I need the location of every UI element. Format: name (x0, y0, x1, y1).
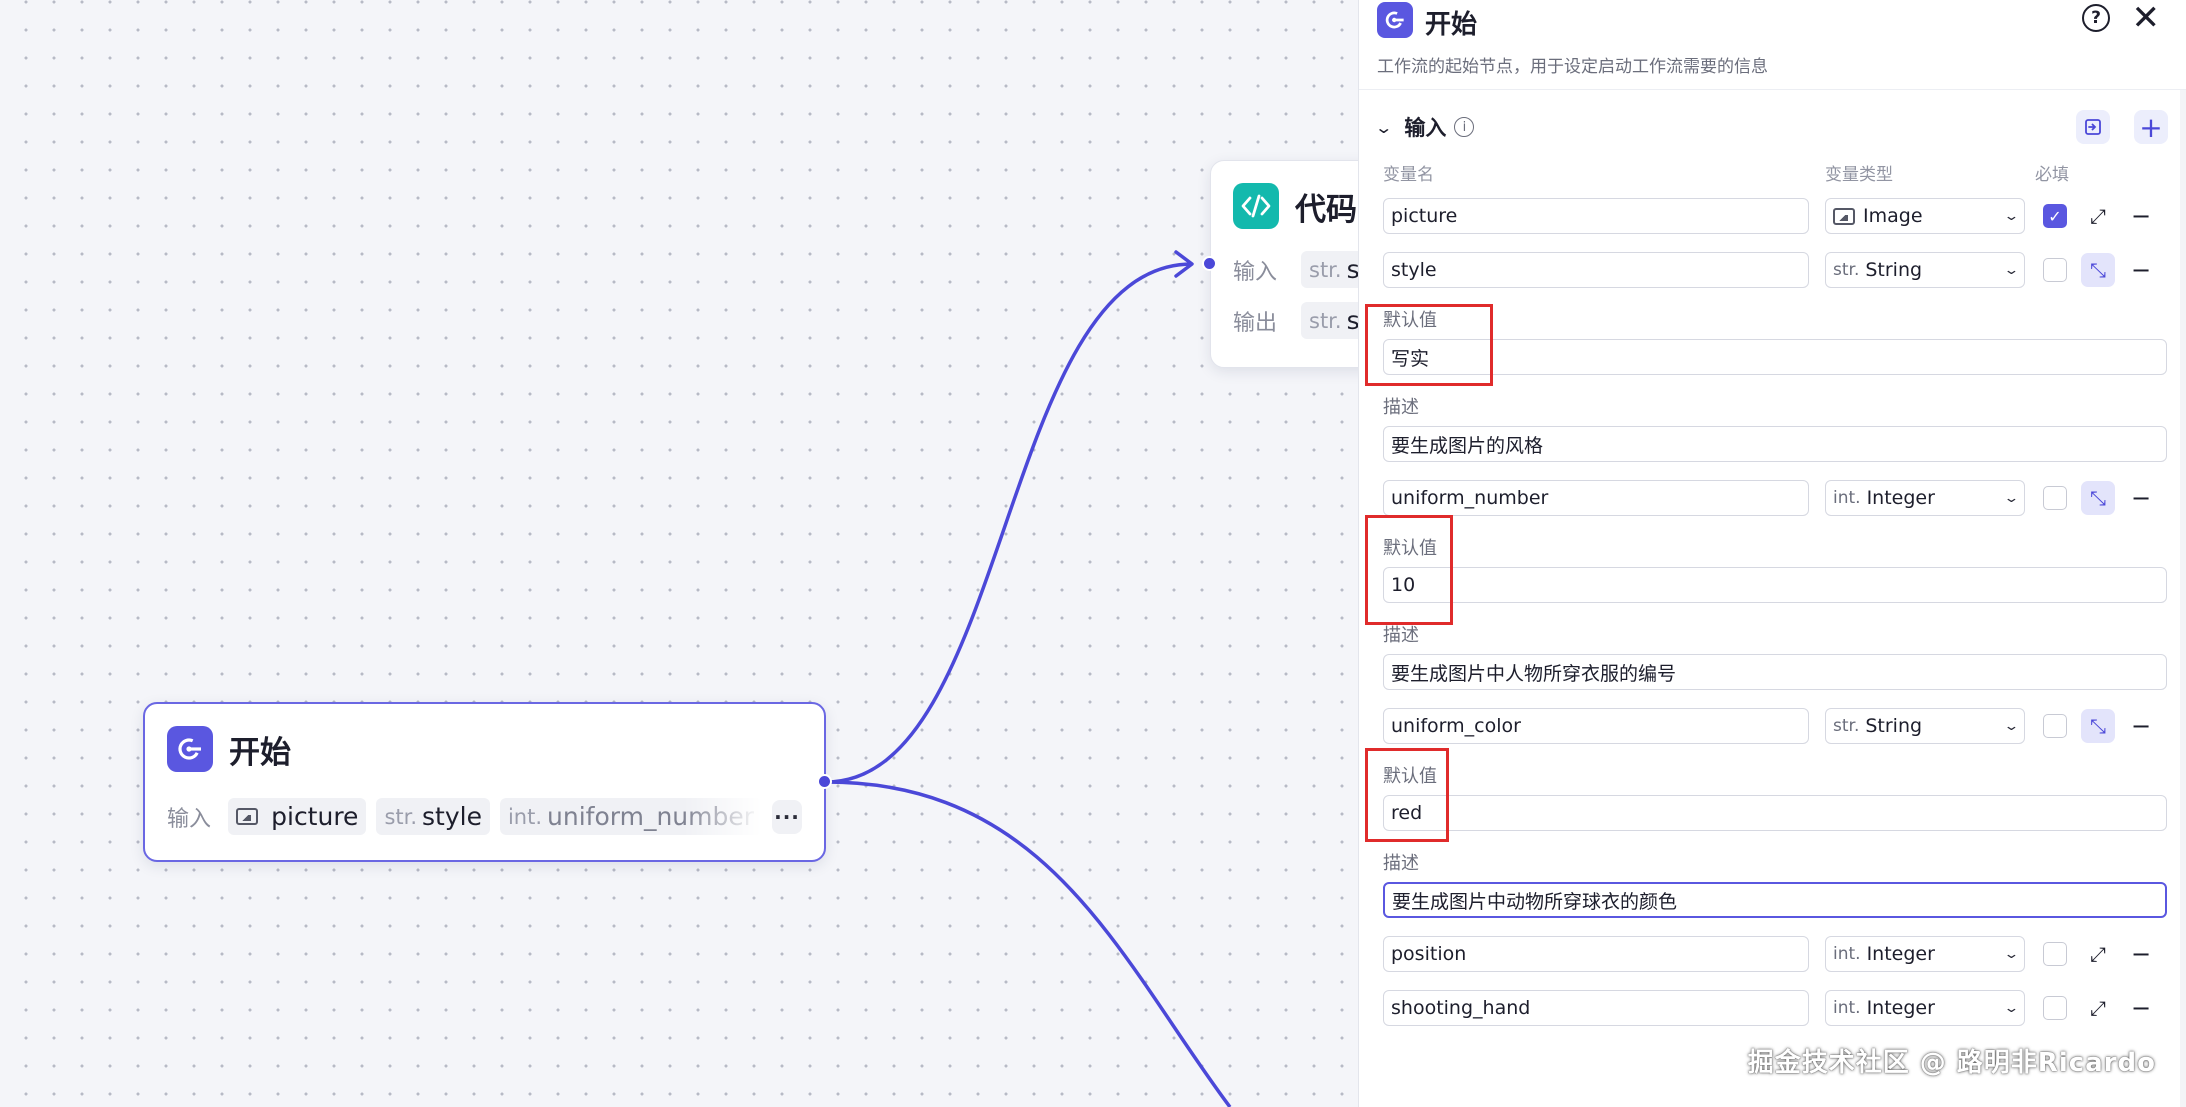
start-node-title: 开始 (229, 734, 291, 771)
start-node-input-label: 输入 (167, 806, 212, 832)
chip-uniform-number: int. uniform_number (499, 798, 763, 835)
collapse-icon[interactable]: ⤡ (2081, 709, 2115, 743)
chevron-down-icon: ⌄ (2003, 718, 2020, 734)
scrollbar-track[interactable] (2180, 90, 2186, 1107)
chevron-down-icon: ⌄ (2003, 1000, 2020, 1016)
description-label: 描述 (1383, 625, 1419, 646)
default-value-input[interactable]: red (1383, 795, 2167, 831)
required-checkbox[interactable] (2043, 714, 2067, 738)
default-value-input[interactable]: 写实 (1383, 339, 2167, 375)
image-type-icon (236, 808, 259, 825)
panel-description: 工作流的起始节点，用于设定启动工作流需要的信息 (1377, 57, 1768, 77)
column-header-name: 变量名 (1383, 165, 1434, 185)
variable-name-input[interactable]: uniform_number (1383, 480, 1809, 516)
variable-type-select[interactable]: int. Integer ⌄ (1825, 936, 2025, 972)
more-button[interactable]: ··· (772, 799, 802, 834)
start-node-settings-panel: 开始 ? ✕ 工作流的起始节点，用于设定启动工作流需要的信息 ⌄ 输入 i + … (1358, 0, 2186, 1107)
remove-variable-button[interactable]: − (2130, 484, 2152, 512)
start-icon (1377, 2, 1413, 38)
required-checkbox[interactable] (2043, 942, 2067, 966)
start-node-icon (167, 726, 213, 772)
code-node-input-port[interactable] (1202, 256, 1217, 271)
chevron-down-icon: ⌄ (2003, 262, 2020, 278)
variable-type-select[interactable]: str. String ⌄ (1825, 252, 2025, 288)
watermark: 掘金技术社区 @ 路明非Ricardo (1747, 1048, 2156, 1078)
chevron-down-icon[interactable]: ⌄ (1374, 117, 1394, 137)
panel-header: 开始 ? ✕ 工作流的起始节点，用于设定启动工作流需要的信息 (1359, 0, 2186, 90)
close-icon[interactable]: ✕ (2131, 0, 2161, 38)
chevron-down-icon: ⌄ (2003, 946, 2020, 962)
variable-type-select[interactable]: int. Integer ⌄ (1825, 990, 2025, 1026)
description-input[interactable]: 要生成图片中动物所穿球衣的颜色 (1383, 882, 2167, 918)
input-section-title[interactable]: 输入 (1404, 116, 1447, 140)
variable-type-select[interactable]: int. Integer ⌄ (1825, 480, 2025, 516)
edge-start-to-next[interactable] (825, 780, 1232, 1107)
variable-type-select[interactable]: str. String ⌄ (1825, 708, 2025, 744)
required-checkbox[interactable] (2043, 258, 2067, 282)
chip-style: str. style (376, 798, 490, 835)
chevron-down-icon: ⌄ (2003, 208, 2020, 224)
column-header-required: 必填 (2035, 165, 2069, 185)
remove-variable-button[interactable]: − (2130, 202, 2152, 230)
variable-name-input[interactable]: uniform_color (1383, 708, 1809, 744)
chip-picture: picture (228, 798, 367, 835)
panel-title: 开始 (1425, 10, 1478, 40)
edge-arrow (1174, 250, 1194, 278)
code-icon (1233, 183, 1279, 229)
expand-icon[interactable]: ⤢ (2090, 204, 2106, 228)
collapse-icon[interactable]: ⤡ (2081, 253, 2115, 287)
start-node-output-port[interactable] (817, 774, 832, 789)
required-checkbox[interactable] (2043, 486, 2067, 510)
variable-type-select[interactable]: Image ⌄ (1825, 198, 2025, 234)
variable-name-input[interactable]: style (1383, 252, 1809, 288)
description-label: 描述 (1383, 397, 1419, 418)
variable-name-input[interactable]: picture (1383, 198, 1809, 234)
default-value-label: 默认值 (1383, 538, 1437, 559)
edge-start-to-code[interactable] (825, 262, 1193, 784)
remove-variable-button[interactable]: − (2130, 994, 2152, 1022)
help-icon[interactable]: ? (2082, 4, 2110, 32)
image-type-icon (1833, 207, 1855, 225)
description-label: 描述 (1383, 853, 1419, 874)
code-node-output-label: 输出 (1233, 310, 1278, 336)
default-value-label: 默认值 (1383, 766, 1437, 787)
start-node[interactable]: 开始 输入 picture str. style int. uniform_nu… (143, 702, 826, 862)
edge-layer (825, 250, 1232, 1107)
code-node-title: 代码 (1295, 191, 1357, 228)
default-value-input[interactable]: 10 (1383, 567, 2167, 603)
description-input[interactable]: 要生成图片的风格 (1383, 426, 2167, 462)
code-node-input-label: 输入 (1233, 259, 1278, 285)
info-icon[interactable]: i (1454, 117, 1475, 137)
required-checkbox[interactable]: ✓ (2043, 204, 2067, 228)
add-variable-button[interactable]: + (2134, 110, 2168, 144)
required-checkbox[interactable] (2043, 996, 2067, 1020)
remove-variable-button[interactable]: − (2130, 940, 2152, 968)
default-value-label: 默认值 (1383, 310, 1437, 331)
import-variables-button[interactable] (2076, 110, 2110, 144)
expand-icon[interactable]: ⤢ (2090, 996, 2106, 1020)
chevron-down-icon: ⌄ (2003, 490, 2020, 506)
remove-variable-button[interactable]: − (2130, 256, 2152, 284)
input-section-header: ⌄ 输入 i + (1374, 110, 2168, 144)
variable-name-input[interactable]: shooting_hand (1383, 990, 1809, 1026)
column-header-type: 变量类型 (1825, 165, 1893, 185)
collapse-icon[interactable]: ⤡ (2081, 481, 2115, 515)
expand-icon[interactable]: ⤢ (2090, 942, 2106, 966)
description-input[interactable]: 要生成图片中人物所穿衣服的编号 (1383, 654, 2167, 690)
remove-variable-button[interactable]: − (2130, 712, 2152, 740)
variable-name-input[interactable]: position (1383, 936, 1809, 972)
